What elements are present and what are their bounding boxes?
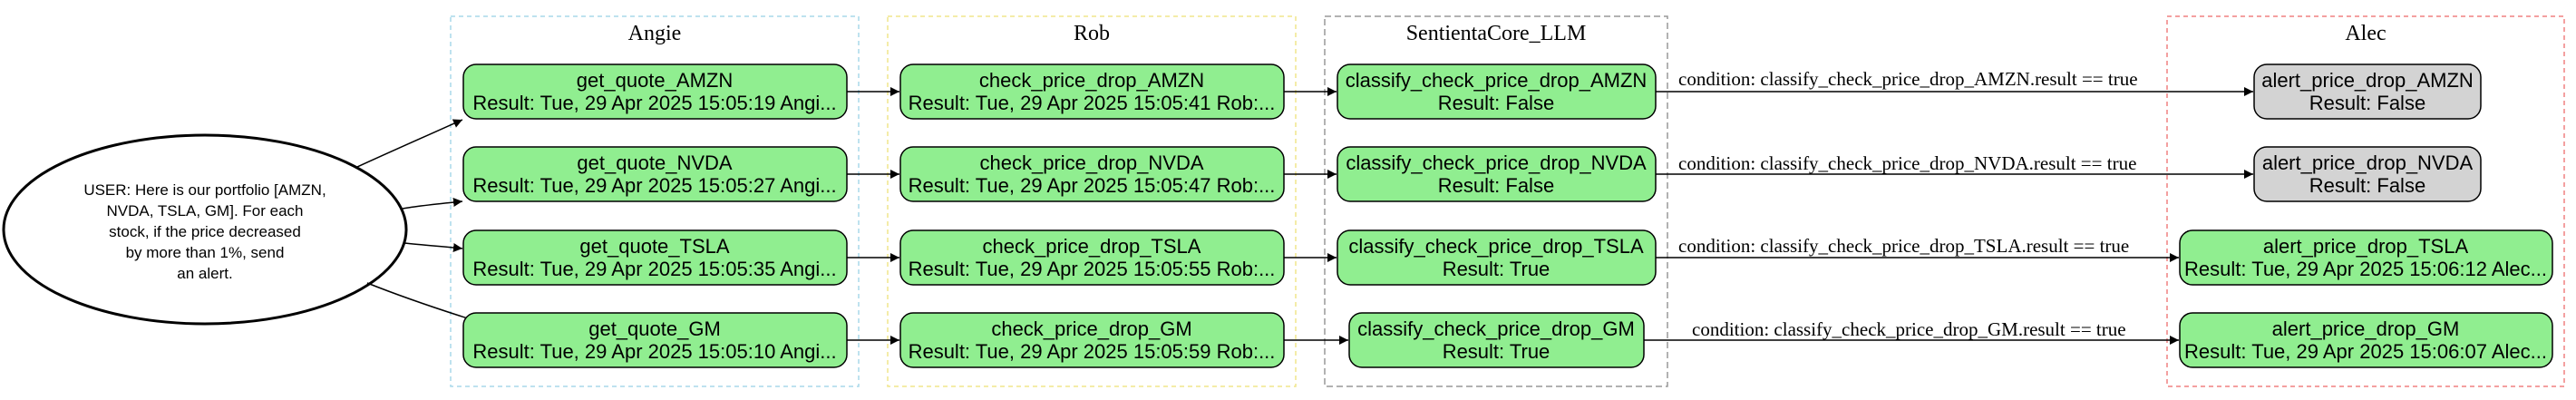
node-alert-nvda-title: alert_price_drop_NVDA	[2262, 151, 2474, 174]
node-alert-amzn[interactable]: alert_price_drop_AMZN Result: False	[2253, 63, 2482, 120]
node-classify-nvda-result: Result: False	[1438, 174, 1554, 197]
user-node-line-2: NVDA, TSLA, GM]. For each	[107, 202, 304, 220]
edge-user-get-quote-tsla	[403, 242, 463, 252]
node-check-price-drop-tsla-title: check_price_drop_TSLA	[983, 235, 1201, 258]
node-classify-tsla-result: Result: True	[1443, 258, 1550, 280]
node-get-quote-nvda[interactable]: get_quote_NVDA Result: Tue, 29 Apr 2025 …	[462, 146, 848, 202]
node-alert-nvda[interactable]: alert_price_drop_NVDA Result: False	[2253, 146, 2482, 202]
node-check-price-drop-tsla[interactable]: check_price_drop_TSLA Result: Tue, 29 Ap…	[899, 229, 1285, 286]
node-check-price-drop-gm-result: Result: Tue, 29 Apr 2025 15:05:59 Rob:..…	[909, 340, 1276, 363]
node-alert-tsla-result: Result: Tue, 29 Apr 2025 15:06:12 Alec..…	[2184, 258, 2547, 280]
user-node-line-1: USER: Here is our portfolio [AMZN,	[83, 181, 326, 199]
node-classify-amzn[interactable]: classify_check_price_drop_AMZN Result: F…	[1337, 63, 1657, 120]
node-classify-gm-result: Result: True	[1443, 340, 1550, 363]
cluster-sentienta-title: SentientaCore_LLM	[1406, 22, 1587, 45]
edges-rob-to-sentienta	[1284, 87, 1348, 345]
node-alert-nvda-box	[2253, 146, 2482, 202]
node-alert-amzn-box	[2253, 63, 2482, 120]
user-node-line-5: an alert.	[177, 265, 232, 282]
edge-condition-nvda: condition: classify_check_price_drop_NVD…	[1678, 152, 2136, 174]
cluster-angie: Angie	[450, 15, 860, 387]
node-get-quote-amzn-title: get_quote_AMZN	[577, 69, 733, 92]
node-check-price-drop-tsla-result: Result: Tue, 29 Apr 2025 15:05:55 Rob:..…	[909, 258, 1276, 280]
cluster-rob: Rob	[887, 15, 1297, 387]
cluster-alec-title: Alec	[2345, 22, 2386, 45]
node-get-quote-gm[interactable]: get_quote_GM Result: Tue, 29 Apr 2025 15…	[462, 312, 848, 368]
cluster-angie-border	[450, 15, 860, 387]
user-node-line-3: stock, if the price decreased	[109, 223, 301, 240]
node-alert-amzn-title: alert_price_drop_AMZN	[2261, 69, 2474, 92]
node-classify-amzn-result: Result: False	[1438, 92, 1554, 114]
node-get-quote-gm-result: Result: Tue, 29 Apr 2025 15:05:10 Angi..…	[472, 340, 836, 363]
edges-sentienta-to-alec: condition: classify_check_price_drop_AMZ…	[1644, 68, 2253, 345]
node-check-price-drop-amzn[interactable]: check_price_drop_AMZN Result: Tue, 29 Ap…	[899, 63, 1285, 120]
node-classify-amzn-title: classify_check_price_drop_AMZN	[1346, 69, 1648, 92]
node-classify-gm-title: classify_check_price_drop_GM	[1357, 317, 1635, 340]
node-get-quote-nvda-result: Result: Tue, 29 Apr 2025 15:05:27 Angi..…	[472, 174, 836, 197]
node-alert-tsla[interactable]: alert_price_drop_TSLA Result: Tue, 29 Ap…	[2179, 229, 2553, 286]
node-classify-tsla[interactable]: classify_check_price_drop_TSLA Result: T…	[1337, 229, 1657, 286]
node-check-price-drop-gm[interactable]: check_price_drop_GM Result: Tue, 29 Apr …	[899, 312, 1285, 368]
node-get-quote-amzn[interactable]: get_quote_AMZN Result: Tue, 29 Apr 2025 …	[462, 63, 848, 120]
node-get-quote-amzn-result: Result: Tue, 29 Apr 2025 15:05:19 Angi..…	[472, 92, 836, 114]
edge-user-get-quote-nvda	[402, 198, 463, 210]
node-alert-gm[interactable]: alert_price_drop_GM Result: Tue, 29 Apr …	[2179, 312, 2553, 368]
cluster-rob-title: Rob	[1074, 22, 1110, 45]
cluster-sentienta-border	[1324, 15, 1668, 387]
node-alert-amzn-result: Result: False	[2309, 92, 2425, 114]
node-alert-nvda-result: Result: False	[2309, 174, 2425, 197]
node-get-quote-tsla[interactable]: get_quote_TSLA Result: Tue, 29 Apr 2025 …	[462, 229, 848, 286]
node-check-price-drop-nvda[interactable]: check_price_drop_NVDA Result: Tue, 29 Ap…	[899, 146, 1285, 202]
cluster-alec: Alec	[2166, 15, 2565, 387]
edge-condition-amzn: condition: classify_check_price_drop_AMZ…	[1678, 68, 2138, 90]
cluster-sentienta: SentientaCore_LLM	[1324, 15, 1668, 387]
node-classify-gm[interactable]: classify_check_price_drop_GM Result: Tru…	[1348, 312, 1645, 368]
edge-condition-tsla: condition: classify_check_price_drop_TSL…	[1678, 235, 2129, 257]
user-node-ellipse	[2, 133, 408, 326]
node-alert-tsla-title: alert_price_drop_TSLA	[2263, 235, 2469, 258]
node-get-quote-tsla-result: Result: Tue, 29 Apr 2025 15:05:35 Angi..…	[472, 258, 836, 280]
edge-user-get-quote-amzn	[355, 119, 463, 169]
edge-condition-gm: condition: classify_check_price_drop_GM.…	[1692, 318, 2126, 340]
cluster-rob-border	[887, 15, 1297, 387]
cluster-alec-border	[2166, 15, 2565, 387]
node-get-quote-tsla-title: get_quote_TSLA	[579, 235, 729, 258]
node-check-price-drop-nvda-title: check_price_drop_NVDA	[979, 151, 1203, 174]
node-alert-gm-result: Result: Tue, 29 Apr 2025 15:06:07 Alec..…	[2184, 340, 2547, 363]
node-classify-nvda[interactable]: classify_check_price_drop_NVDA Result: F…	[1337, 146, 1657, 202]
user-node-line-4: by more than 1%, send	[126, 244, 285, 261]
node-check-price-drop-nvda-result: Result: Tue, 29 Apr 2025 15:05:47 Rob:..…	[909, 174, 1276, 197]
node-check-price-drop-gm-title: check_price_drop_GM	[991, 317, 1191, 340]
edges-angie-to-rob	[847, 87, 899, 345]
node-check-price-drop-amzn-result: Result: Tue, 29 Apr 2025 15:05:41 Rob:..…	[909, 92, 1276, 114]
node-get-quote-nvda-title: get_quote_NVDA	[577, 151, 733, 174]
node-check-price-drop-amzn-title: check_price_drop_AMZN	[979, 69, 1204, 92]
user-node[interactable]: USER: Here is our portfolio [AMZN, NVDA,…	[2, 133, 408, 326]
node-get-quote-gm-title: get_quote_GM	[588, 317, 721, 340]
node-alert-gm-title: alert_price_drop_GM	[2272, 317, 2460, 340]
node-alert-tsla-box	[2179, 229, 2553, 286]
node-alert-gm-box	[2179, 312, 2553, 368]
node-classify-nvda-title: classify_check_price_drop_NVDA	[1346, 151, 1647, 174]
node-classify-tsla-title: classify_check_price_drop_TSLA	[1348, 235, 1644, 258]
cluster-angie-title: Angie	[628, 22, 682, 45]
